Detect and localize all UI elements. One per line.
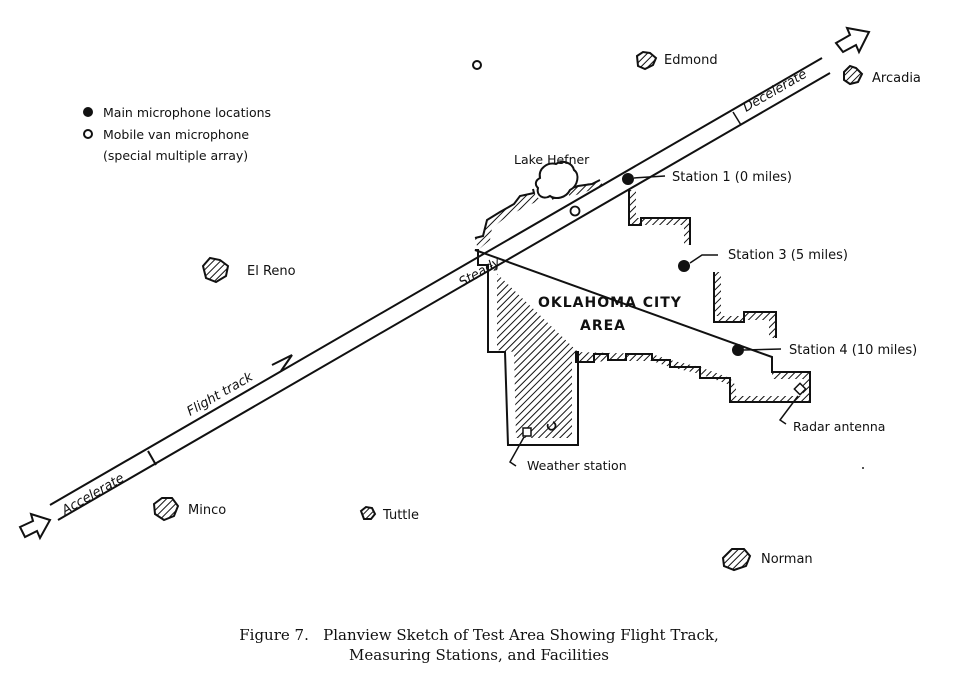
- station-3-leader: [689, 254, 718, 264]
- station-3: Station 3 (5 miles): [678, 248, 848, 272]
- city-area-label-line1: OKLAHOMA CITY: [538, 295, 682, 311]
- station-4-marker: [732, 344, 744, 356]
- station-3-marker: [678, 260, 690, 272]
- edmond-label: Edmond: [664, 53, 718, 68]
- town-el-reno: El Reno: [201, 256, 296, 284]
- town-norman: Norman: [721, 548, 813, 572]
- arcadia-label: Arcadia: [872, 71, 921, 86]
- segment-divider-accelerate: [147, 450, 157, 466]
- weather-station-leader: [509, 436, 525, 467]
- town-arcadia: Arcadia: [843, 64, 921, 86]
- northeast-shore-hatching: [566, 180, 603, 197]
- mobile-van-microphone-south: [546, 421, 557, 431]
- station-4-label: Station 4 (10 miles): [789, 343, 917, 358]
- town-tuttle: Tuttle: [359, 505, 419, 523]
- radar-antenna-icon: [793, 382, 807, 396]
- flight-track-leader: [271, 354, 293, 372]
- station-1-label: Station 1 (0 miles): [672, 170, 792, 185]
- lake-hefner: Lake Hefner: [514, 152, 590, 199]
- segment-divider-steady: [732, 111, 742, 126]
- mobile-van-microphone-track: [569, 205, 581, 217]
- weather-station-icon: [522, 427, 532, 437]
- el-reno-town-icon: [201, 256, 230, 284]
- station-1: Station 1 (0 miles): [622, 170, 792, 185]
- figure-caption: Figure 7. Planview Sketch of Test Area S…: [0, 625, 958, 665]
- minco-label: Minco: [188, 503, 226, 518]
- minco-town-icon: [152, 497, 180, 522]
- town-edmond: Edmond: [635, 50, 718, 71]
- weather-station: Weather station: [509, 427, 627, 473]
- figure-caption-line2: Measuring Stations, and Facilities: [348, 646, 610, 664]
- legend-mobile-van-label: Mobile van microphone: [103, 127, 249, 142]
- station-1-leader: [633, 175, 666, 179]
- city-boundary-hatching: [488, 190, 810, 438]
- station-1-marker: [622, 173, 634, 185]
- start-arrow-icon: [18, 512, 52, 541]
- norman-label: Norman: [761, 552, 813, 567]
- arcadia-town-icon: [843, 64, 864, 86]
- main-microphone-legend-icon: [83, 107, 93, 117]
- legend-main-microphone-label: Main microphone locations: [103, 105, 271, 120]
- radar-antenna-leader: [778, 395, 799, 425]
- edmond-town-icon: [635, 50, 658, 71]
- lake-hefner-label: Lake Hefner: [514, 152, 590, 167]
- weather-station-label: Weather station: [527, 458, 627, 473]
- station-4: Station 4 (10 miles): [732, 343, 917, 358]
- town-minco: Minco: [152, 497, 226, 522]
- norman-town-icon: [721, 548, 752, 572]
- lake-hefner-shape: [534, 161, 579, 199]
- end-arrow-icon: [834, 26, 871, 55]
- city-area-label-line2: AREA: [580, 318, 626, 334]
- figure-caption-line1: Figure 7. Planview Sketch of Test Area S…: [239, 626, 719, 644]
- mobile-van-legend-icon: [83, 129, 93, 139]
- flight-track-lower-line: [57, 72, 831, 521]
- tuttle-town-icon: [359, 505, 377, 520]
- legend: Main microphone locations Mobile van mic…: [83, 105, 271, 163]
- tuttle-label: Tuttle: [382, 508, 419, 523]
- northwest-boundary-hatching: [475, 193, 540, 250]
- station-4-leader: [743, 348, 782, 351]
- el-reno-label: El Reno: [247, 264, 296, 279]
- oklahoma-city-boundary: [474, 179, 811, 446]
- legend-mobile-van-sublabel: (special multiple array): [103, 148, 248, 163]
- radar-antenna: Radar antenna: [778, 382, 885, 434]
- radar-antenna-label: Radar antenna: [793, 419, 885, 434]
- mobile-van-microphone-north: [472, 60, 482, 70]
- speck: [862, 467, 864, 469]
- flight-track-upper-line: [49, 57, 823, 506]
- station-3-label: Station 3 (5 miles): [728, 248, 848, 263]
